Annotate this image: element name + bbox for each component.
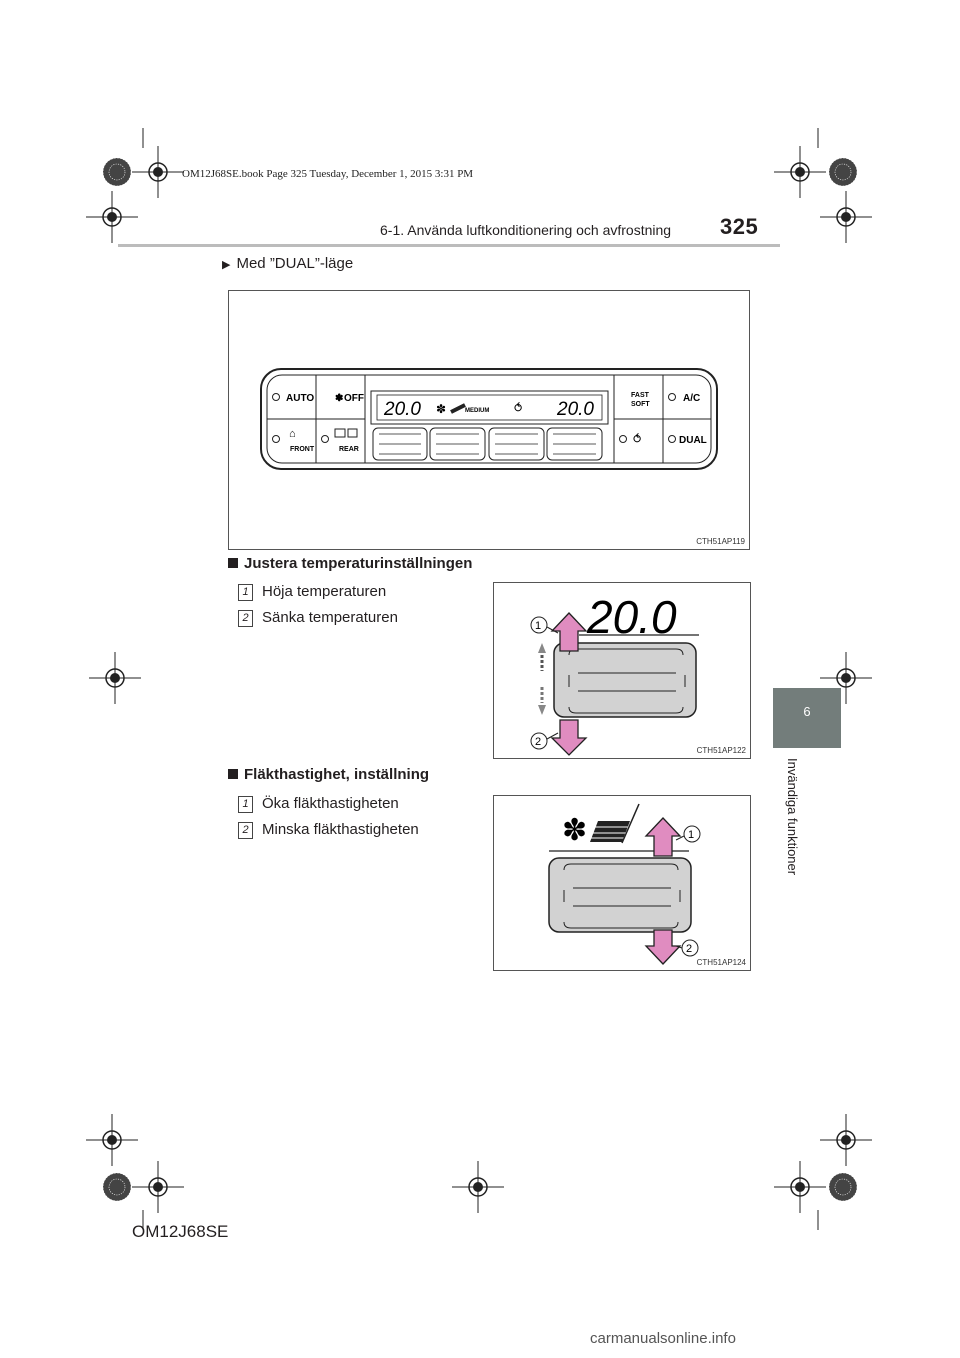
- rear-defrost-icon: [347, 428, 358, 438]
- number-badge: 1: [238, 796, 253, 813]
- chapter-number: 6: [803, 704, 811, 719]
- callout-1: 1: [535, 620, 541, 632]
- page-number: 325: [720, 214, 759, 239]
- arrow-up-icon: [550, 612, 588, 652]
- temperature-heading: Justera temperaturinställningen: [228, 555, 472, 572]
- number-badge: 2: [238, 822, 253, 839]
- book-info: OM12J68SE.book Page 325 Tuesday, Decembe…: [182, 168, 474, 180]
- ac-button-label: A/C: [683, 393, 700, 404]
- arrow-down-icon: [550, 719, 588, 756]
- fan-icon: ✽: [562, 814, 587, 847]
- header-rule: [118, 244, 780, 247]
- front-button-label: FRONT: [290, 446, 315, 453]
- mode-note: ▶Med ”DUAL”-läge: [222, 255, 354, 272]
- figure-fan-speed: ✽ 1 2 CTH51AP124: [493, 795, 751, 971]
- figure-control-panel: AUTO ✽ OFF ⌂ FRONT REAR FAST SOFT A/C ⥀ …: [228, 290, 750, 550]
- control-panel-illustration: AUTO ✽ OFF ⌂ FRONT REAR FAST SOFT A/C ⥀ …: [260, 368, 718, 470]
- recirculation-icon: ⥀: [633, 432, 641, 446]
- number-badge: 2: [238, 610, 253, 627]
- temperature-illustration: 20.0 1 2: [530, 591, 699, 756]
- display-temp: 20.0: [586, 591, 677, 643]
- chapter-label: Invändiga funktioner: [785, 758, 800, 876]
- auto-button-label: AUTO: [286, 393, 314, 404]
- figure-code: CTH51AP119: [696, 537, 745, 546]
- fan-speed-illustration: ✽ 1 2: [548, 803, 701, 965]
- watermark[interactable]: carmanualsonline.info: [590, 1330, 736, 1347]
- figure-temperature: 20.0 1 2 CTH51AP122: [493, 582, 751, 759]
- display-temp-left: 20.0: [383, 399, 421, 420]
- front-defrost-icon: ⌂: [289, 428, 296, 440]
- chapter-tab[interactable]: 6: [773, 688, 841, 748]
- fan-heading: Fläkthastighet, inställning: [228, 766, 429, 783]
- figure-code: CTH51AP122: [696, 746, 746, 755]
- section-title: 6-1. Använda luftkonditionering och avfr…: [380, 222, 672, 238]
- display-fan-level: MEDIUM: [465, 408, 489, 414]
- fan-icon: ✽: [436, 402, 446, 416]
- callout-2: 2: [686, 943, 692, 955]
- rear-button-label: REAR: [339, 446, 359, 453]
- off-button-label: OFF: [344, 393, 364, 404]
- display-temp-right: 20.0: [556, 399, 594, 420]
- triangle-bullet-icon: ▶: [222, 259, 231, 271]
- arrow-down-icon: [644, 929, 682, 965]
- fan-off-icon: ✽: [335, 393, 343, 404]
- airflow-mode-icon: ⥀: [514, 401, 522, 415]
- callout-2: 2: [535, 736, 541, 748]
- square-bullet-icon: [228, 558, 238, 568]
- figure-code: CTH51AP124: [696, 958, 746, 967]
- arrow-up-icon: [644, 817, 682, 857]
- fast-button-label: FAST: [631, 392, 650, 399]
- callout-1: 1: [688, 829, 694, 841]
- dual-button-label: DUAL: [679, 435, 707, 446]
- soft-button-label: SOFT: [631, 401, 650, 408]
- footer-code: OM12J68SE: [132, 1222, 229, 1241]
- square-bullet-icon: [228, 769, 238, 779]
- number-badge: 1: [238, 584, 253, 601]
